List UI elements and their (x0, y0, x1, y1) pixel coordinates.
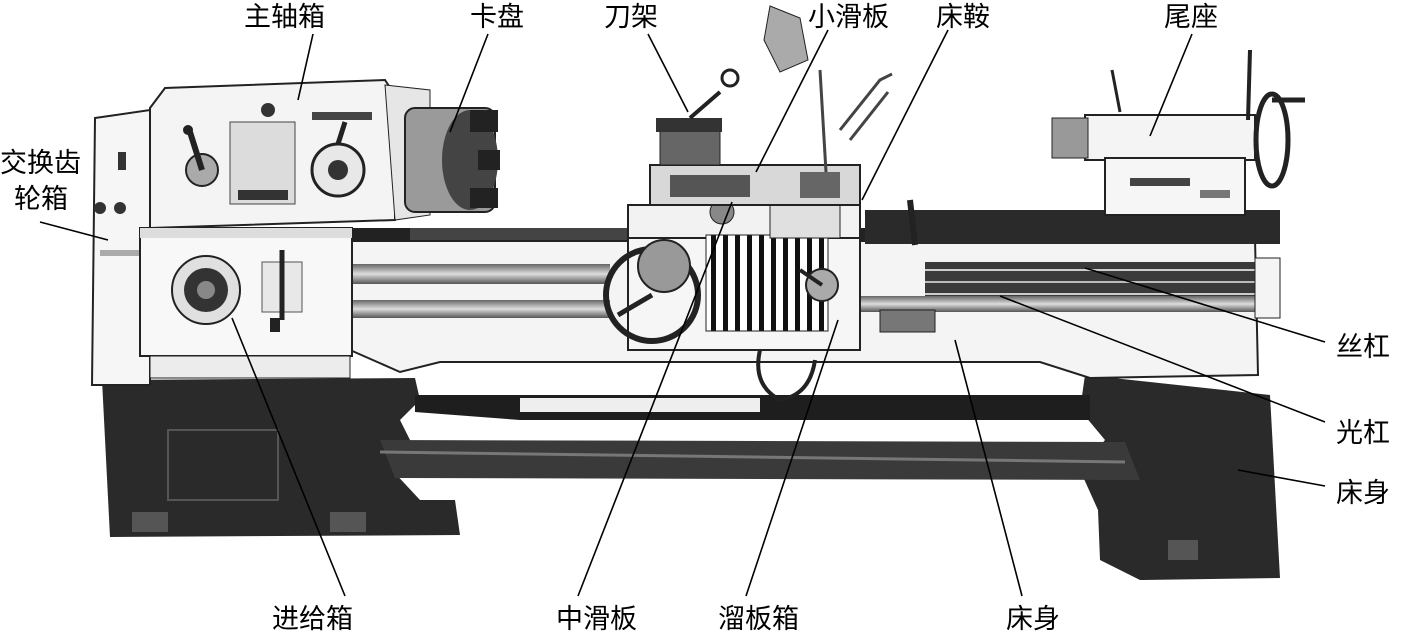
change-gear-box (90, 108, 151, 386)
label-change-gear-box-line1: 交换齿 (0, 148, 81, 179)
label-tailstock: 尾座 (1164, 2, 1218, 33)
label-feed-box: 进给箱 (272, 604, 353, 635)
lathe-base (102, 375, 1280, 580)
label-feed-rod: 光杠 (1336, 418, 1390, 449)
leader-lines (39, 29, 1326, 597)
tailstock (1051, 49, 1305, 216)
lathe-bed (349, 210, 1281, 380)
label-lead-screw: 丝杠 (1336, 332, 1390, 363)
label-cross-slide: 中滑板 (556, 604, 637, 635)
carriage (603, 199, 918, 403)
label-bed-bottom: 床身 (1006, 604, 1060, 635)
label-bed-right: 床身 (1336, 478, 1390, 509)
label-chuck: 卡盘 (470, 2, 524, 33)
label-headstock: 主轴箱 (244, 2, 325, 33)
label-saddle: 床鞍 (936, 2, 990, 33)
feed-box (139, 227, 353, 379)
label-change-gear-box-line2: 轮箱 (14, 184, 68, 215)
headstock-body (149, 78, 431, 230)
chuck (404, 107, 500, 213)
label-apron: 溜板箱 (718, 604, 799, 635)
cross-and-compound-slide (649, 5, 893, 206)
label-compound-slide: 小滑板 (808, 2, 889, 33)
label-tool-post: 刀架 (604, 2, 658, 33)
